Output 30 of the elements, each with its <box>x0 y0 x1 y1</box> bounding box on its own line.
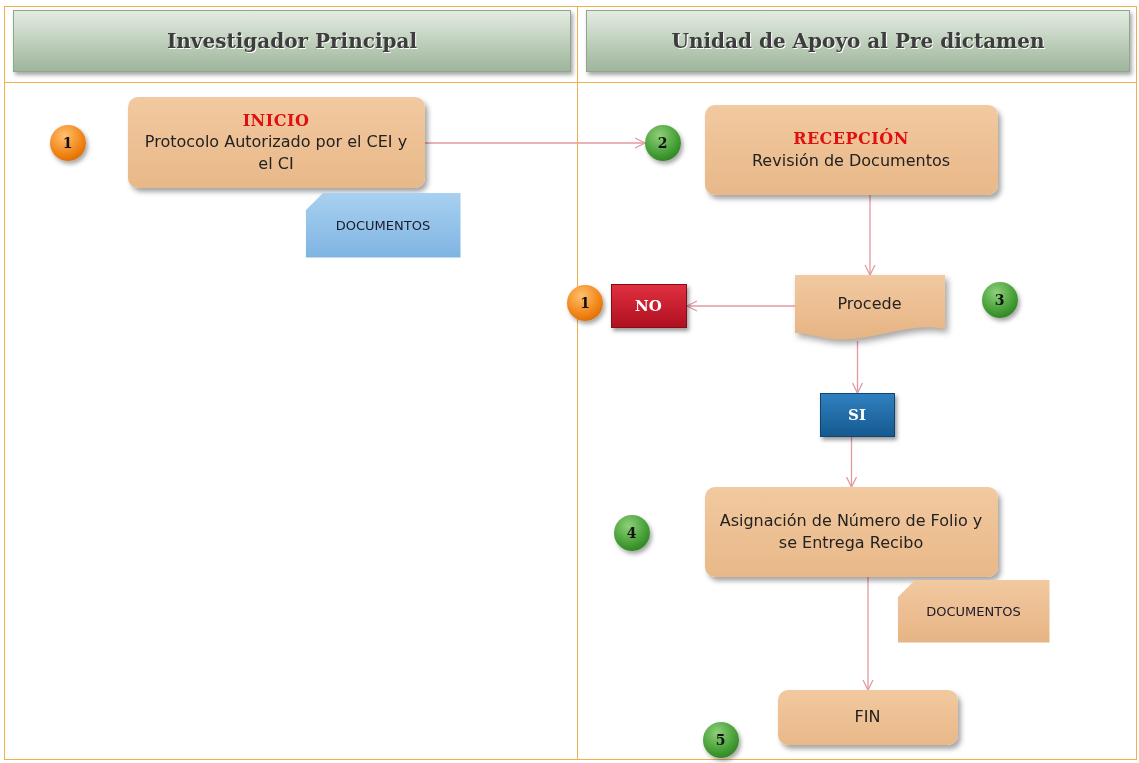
swim-lane <box>4 6 578 760</box>
lane-header: Unidad de Apoyo al Pre dictamen <box>586 10 1130 72</box>
process-box <box>127 96 425 188</box>
decision-tag: NO <box>610 283 687 328</box>
arrow <box>424 137 646 149</box>
process-box: FIN <box>777 689 958 745</box>
arrow <box>862 576 874 691</box>
process-box: Asignación de Número de Folio y se Entrega Recibo <box>704 486 998 577</box>
step-badge: 1 <box>49 124 86 161</box>
step-label: Procede <box>837 294 902 313</box>
lane-header: Investigador Principal <box>13 10 571 72</box>
arrow <box>686 300 796 312</box>
step-badge: 3 <box>981 281 1018 318</box>
step-title: RECEPCIÓN <box>793 127 909 150</box>
step-title: INICIO <box>242 109 310 132</box>
step-badge: 1 <box>567 285 603 321</box>
document-box: DOCUMENTOS <box>897 579 1050 643</box>
step-label: Protocolo Autorizado por el CEI y el CI <box>143 131 409 175</box>
arrow <box>851 340 864 394</box>
decision-tag: SI <box>819 392 895 437</box>
process-box <box>704 104 998 195</box>
swim-lane <box>577 6 1137 760</box>
arrow <box>845 436 858 488</box>
document-shape <box>794 274 945 341</box>
step-badge: 4 <box>613 514 650 551</box>
step-badge: 5 <box>702 721 739 758</box>
arrow <box>864 194 876 276</box>
step-label: Revisión de Documentos <box>751 149 951 172</box>
document-box: DOCUMENTOS <box>305 192 461 258</box>
step-badge: 2 <box>644 124 681 161</box>
